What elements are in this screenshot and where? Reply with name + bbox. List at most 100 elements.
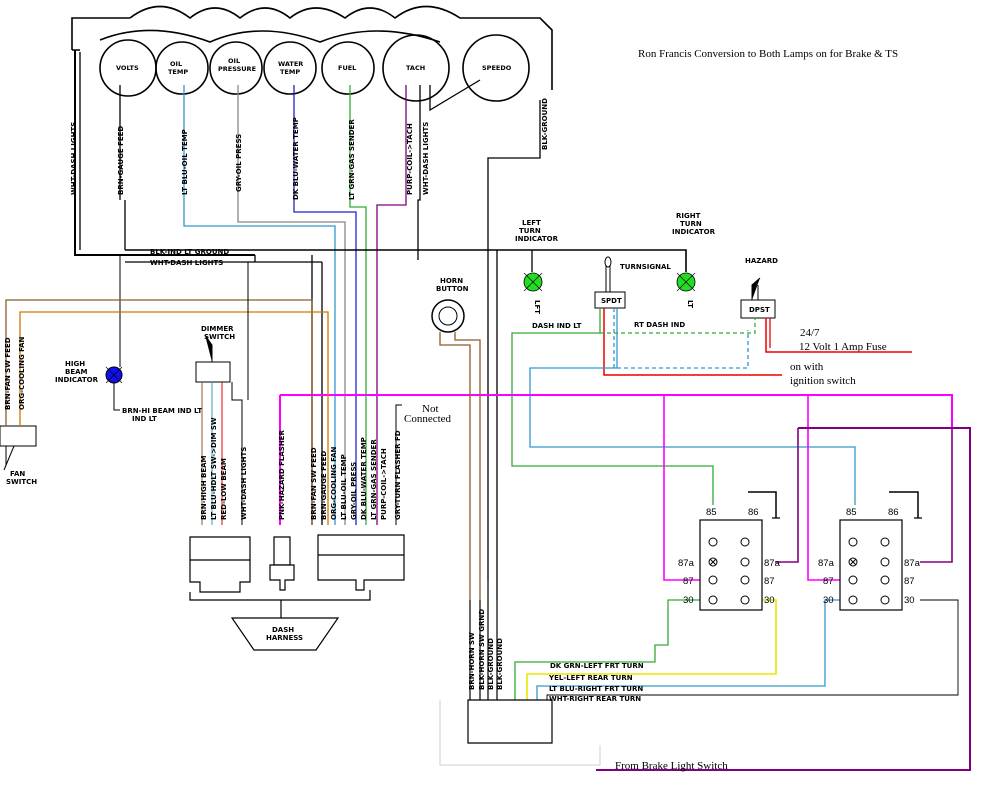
svg-text:WHT-DASH LIGHTS: WHT-DASH LIGHTS — [240, 447, 248, 520]
svg-text:87: 87 — [683, 576, 694, 587]
gauge-oil-temp — [155, 41, 209, 95]
svg-text:HAZARD: HAZARD — [745, 257, 778, 265]
svg-text:HORN: HORN — [440, 277, 463, 285]
svg-text:BEAM: BEAM — [65, 368, 88, 376]
svg-text:TURNSIGNAL: TURNSIGNAL — [620, 263, 671, 271]
svg-text:BRN-GAUGE FEED: BRN-GAUGE FEED — [320, 451, 328, 520]
svg-text:30: 30 — [764, 595, 775, 606]
relay-left: 85 86 87a 87a 87 87 30 30 — [678, 507, 781, 611]
turnsignal-switch: TURNSIGNAL SPDT — [594, 256, 671, 309]
feed-label: BLK-GROUND — [541, 98, 549, 150]
svg-text:GRY-TURN FLASHER FD: GRY-TURN FLASHER FD — [394, 430, 402, 520]
diagram-title: Ron Francis Conversion to Both Lamps on … — [638, 48, 898, 60]
svg-text:GRY-OIL PRESS: GRY-OIL PRESS — [350, 462, 358, 520]
gauge-label: OIL — [170, 60, 182, 68]
svg-text:BRN-FAN SW FEED: BRN-FAN SW FEED — [310, 447, 318, 520]
svg-text:RT DASH IND: RT DASH IND — [634, 321, 685, 329]
svg-text:87a: 87a — [818, 558, 835, 569]
gauge-feed-labels: WHT-DASH LIGHTS BRN-GAUGE FEED LT BLU-OI… — [70, 98, 549, 200]
svg-text:IND LT: IND LT — [132, 415, 157, 423]
svg-text:87: 87 — [764, 576, 775, 587]
not-connected-note: Not — [422, 403, 439, 415]
svg-text:SWITCH: SWITCH — [6, 478, 37, 486]
dimmer-switch: DIMMER SWITCH — [195, 262, 249, 525]
horn-button: HORN BUTTON — [431, 277, 481, 600]
gauge-label: SPEEDO — [482, 64, 512, 72]
svg-text:INDICATOR: INDICATOR — [55, 376, 99, 384]
power-note: 12 Volt 1 Amp Fuse — [799, 341, 887, 353]
svg-text:LT BLU-OIL TEMP: LT BLU-OIL TEMP — [340, 454, 348, 520]
gauge-label: TEMP — [280, 68, 300, 76]
gauge-speedo — [462, 34, 530, 102]
svg-text:DIMMER: DIMMER — [201, 325, 234, 333]
brake-light-note: From Brake Light Switch — [615, 760, 728, 772]
svg-text:DK BLU-WATER TEMP: DK BLU-WATER TEMP — [360, 437, 368, 520]
svg-text:LFT: LFT — [533, 300, 541, 314]
svg-text:30: 30 — [823, 595, 834, 606]
gauge-fuel — [321, 41, 375, 95]
svg-text:BRN-HI BEAM IND LT: BRN-HI BEAM IND LT — [122, 407, 202, 415]
svg-text:LT BLU-HDLT SW->DIM SW: LT BLU-HDLT SW->DIM SW — [210, 417, 218, 520]
feed-label: LT BLU-OIL TEMP — [181, 129, 189, 195]
feed-label: LT GRN-GAS SENDER — [348, 119, 356, 200]
column-labels: BRN-HORN SW BLK-HORN SW GRND BLK-GROUND … — [468, 609, 504, 690]
gauge-label: WATER — [278, 60, 303, 68]
high-beam-indicator: HIGH BEAM INDICATOR BRN-HI BEAM IND LT I… — [55, 255, 202, 423]
svg-text:86: 86 — [888, 507, 899, 518]
svg-text:LT GRN-GAS SENDER: LT GRN-GAS SENDER — [370, 439, 378, 520]
svg-text:LEFT: LEFT — [522, 219, 541, 227]
svg-text:SWITCH: SWITCH — [204, 333, 235, 341]
dimmer-connector-labels: BRN-HIGH BEAM LT BLU-HDLT SW->DIM SW RED… — [200, 417, 248, 520]
feed-label: GRY-OIL PRESS — [235, 134, 243, 192]
gauge-label: TACH — [406, 64, 425, 72]
bus-lines — [125, 249, 687, 600]
turn-wire-labels: DK GRN-LEFT FRT TURN YEL-LEFT REAR TURN … — [548, 662, 644, 703]
svg-text:BRN-FAN SW FEED: BRN-FAN SW FEED — [4, 337, 12, 410]
svg-text:85: 85 — [706, 507, 717, 518]
svg-text:30: 30 — [683, 595, 694, 606]
power-note: on with — [790, 361, 824, 373]
svg-text:SPDT: SPDT — [601, 297, 622, 305]
svg-text:85: 85 — [846, 507, 857, 518]
right-turn-indicator: RIGHT TURN INDICATOR LT RT DASH IND — [634, 212, 716, 329]
left-turn-indicator: LEFT TURN INDICATOR LFT DASH IND LT — [515, 219, 582, 330]
hazard-switch: HAZARD DPST — [740, 257, 778, 319]
gauge-water-temp — [263, 41, 317, 95]
gauge-label: VOLTS — [116, 64, 139, 72]
relay-right: 85 86 87a 87a 87 87 30 30 — [818, 507, 921, 611]
svg-text:BRN-HIGH BEAM: BRN-HIGH BEAM — [200, 455, 208, 520]
svg-text:BLK-GROUND: BLK-GROUND — [487, 638, 495, 690]
not-connected-note: Connected — [404, 413, 452, 425]
svg-text:DASH IND LT: DASH IND LT — [532, 322, 582, 330]
gauge-label: PRESSURE — [218, 65, 256, 73]
power-note: ignition switch — [790, 375, 856, 387]
svg-text:BUTTON: BUTTON — [436, 285, 469, 293]
flasher-label: PNK-HAZARD FLASHER — [278, 430, 286, 520]
power-note: 24/7 — [800, 327, 820, 339]
gauge-label: TEMP — [168, 68, 188, 76]
gauge-connector-labels: BRN-FAN SW FEED BRN-GAUGE FEED ORG-COOLI… — [310, 430, 402, 520]
svg-text:BLK-HORN SW GRND: BLK-HORN SW GRND — [478, 609, 486, 690]
bus-dash-lights-label: WHT-DASH LIGHTS — [150, 259, 223, 267]
svg-text:LT BLU-RIGHT FRT TURN: LT BLU-RIGHT FRT TURN — [549, 685, 643, 693]
gauge-cluster — [71, 5, 553, 102]
svg-text:87a: 87a — [764, 558, 781, 569]
feed-label: DK BLU-WATER TEMP — [292, 117, 300, 200]
gauge-label: OIL — [228, 57, 240, 65]
connectors — [189, 534, 553, 744]
feed-label: WHT-DASH LIGHTS — [422, 122, 430, 195]
control-wires — [279, 308, 971, 771]
bus-ground-label: BLK-IND LT GROUND — [150, 248, 229, 256]
gauge-label: FUEL — [338, 64, 356, 72]
dash-harness-label: DASH — [272, 626, 294, 634]
feed-label: BRN-GAUGE FEED — [117, 126, 125, 195]
svg-text:30: 30 — [904, 595, 915, 606]
svg-text:BRN-HORN SW: BRN-HORN SW — [468, 632, 476, 690]
svg-text:86: 86 — [748, 507, 759, 518]
svg-text:TURN: TURN — [519, 227, 541, 235]
svg-text:DK GRN-LEFT FRT TURN: DK GRN-LEFT FRT TURN — [550, 662, 644, 670]
svg-text:87a: 87a — [678, 558, 695, 569]
svg-text:87: 87 — [904, 576, 915, 587]
svg-text:ORG-COOLING FAN: ORG-COOLING FAN — [18, 336, 26, 410]
fan-switch: FAN SWITCH BRN-FAN SW FEED ORG-COOLING F… — [0, 299, 329, 525]
